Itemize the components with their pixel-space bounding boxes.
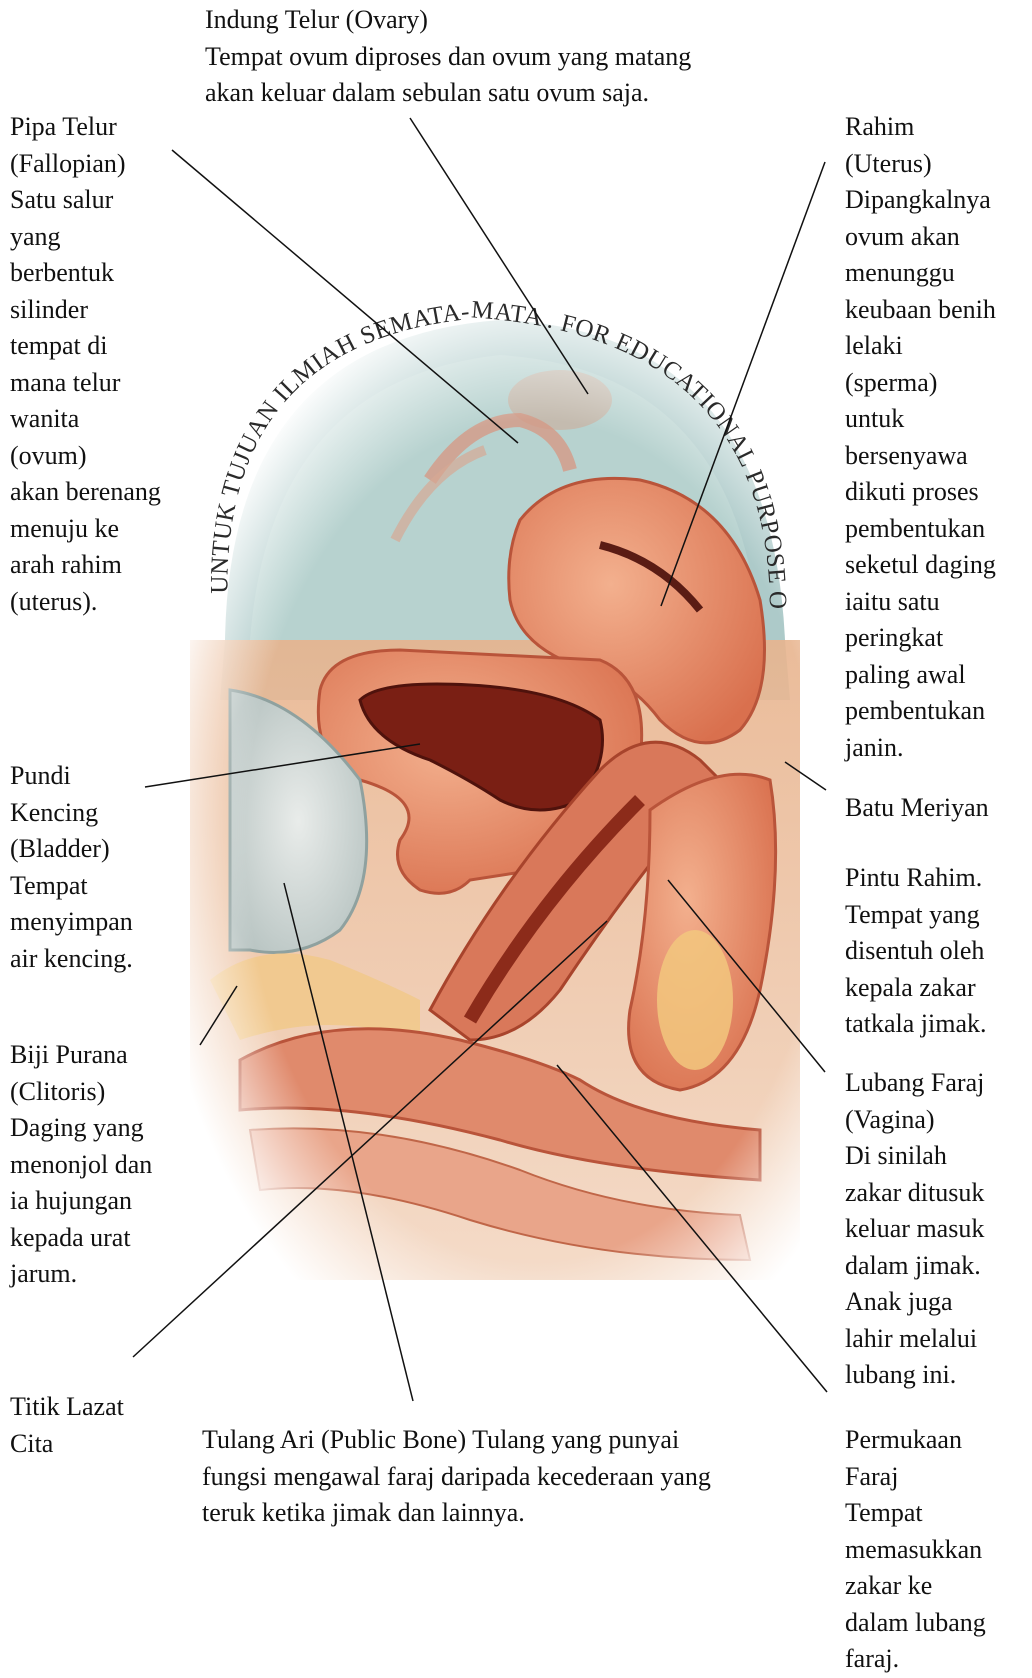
label-vulva: Permukaan Faraj Tempat memasukkan zakar … bbox=[845, 1422, 986, 1678]
label-fallopian: Pipa Telur (Fallopian) Satu salur yang b… bbox=[10, 109, 161, 620]
label-ovary: Indung Telur (Ovary) Tempat ovum diprose… bbox=[205, 2, 691, 112]
label-cervix: Pintu Rahim. Tempat yang disentuh oleh k… bbox=[845, 860, 987, 1043]
label-bladder: Pundi Kencing (Bladder) Tempat menyimpan… bbox=[10, 758, 133, 977]
label-titik-lazat: Titik Lazat Cita bbox=[10, 1389, 124, 1462]
label-vagina: Lubang Faraj (Vagina) Di sinilah zakar d… bbox=[845, 1065, 984, 1394]
label-batu-meriyan: Batu Meriyan bbox=[845, 790, 989, 827]
label-clitoris: Biji Purana (Clitoris) Daging yang menon… bbox=[10, 1037, 152, 1293]
label-uterus: Rahim (Uterus) Dipangkalnya ovum akan me… bbox=[845, 109, 996, 766]
label-pubic-bone: Tulang Ari (Public Bone) Tulang yang pun… bbox=[202, 1422, 711, 1532]
